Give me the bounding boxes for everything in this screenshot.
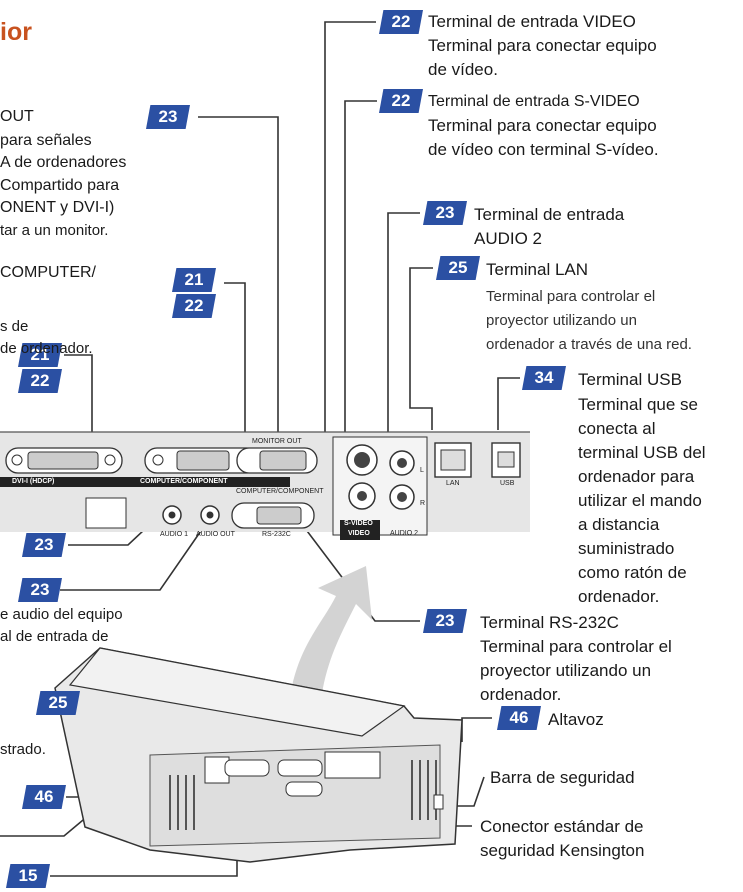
rs232-title: Terminal RS-232C: [480, 613, 619, 632]
l-panel-label: L: [420, 467, 424, 474]
audio2-title-2: AUDIO 2: [474, 229, 543, 248]
badge-audio2: 23: [423, 201, 467, 225]
video-title: Terminal de entrada VIDEO: [428, 12, 636, 31]
badge-rs232: 23: [423, 609, 467, 633]
svideo-panel-label: S-VIDEO: [344, 520, 373, 527]
audio2-panel-label: AUDIO 2: [390, 530, 419, 537]
badge-video: 22: [379, 10, 423, 34]
badge-bottom: 15: [6, 864, 50, 888]
audio-out-panel-label: AUDIO OUT: [196, 531, 235, 538]
badge-dvi-b: 22: [18, 369, 62, 393]
audio-out-text-1: e audio del equipo: [0, 606, 123, 623]
computer-text-1: COMPUTER/: [0, 264, 96, 281]
usb-desc-9: ordenador.: [578, 587, 660, 606]
badge-lan: 25: [436, 256, 480, 280]
monitor-out-text-5: ONENT y DVI-I): [0, 199, 115, 216]
usb-desc-6: a distancia: [578, 515, 660, 534]
rs232-desc-3: ordenador.: [480, 685, 562, 704]
computer-panel-label: COMPUTER/COMPONENT: [140, 478, 228, 485]
computer-text-2: s de: [0, 318, 29, 335]
video-desc-2: de vídeo.: [428, 60, 498, 79]
badge-audio1: 23: [22, 533, 66, 557]
security-bar-label: Barra de seguridad: [490, 768, 635, 787]
rs232-desc-1: Terminal para controlar el: [480, 637, 672, 656]
video-desc-1: Terminal para conectar equipo: [428, 36, 657, 55]
audio1-panel-label: AUDIO 1: [160, 531, 189, 538]
badge-dvi-a: 21: [18, 343, 62, 367]
usb-desc-4: ordenador para: [578, 467, 695, 486]
rs232-desc-2: proyector utilizando un: [480, 661, 652, 680]
monitor-out-text-4: Compartido para: [0, 177, 120, 194]
kensington-label-2: seguridad Kensington: [480, 841, 645, 860]
badge-usb: 34: [522, 366, 566, 390]
badge-speaker-right: 46: [497, 706, 541, 730]
monitor-out-text-3: A de ordenadores: [0, 154, 127, 171]
svideo-title: Terminal de entrada S-VIDEO: [428, 93, 640, 110]
lan-desc-3: ordenador a través de una red.: [486, 336, 692, 353]
badge-monitor: 23: [146, 105, 190, 129]
kensington-label-1: Conector estándar de: [480, 817, 644, 836]
lan-title: Terminal LAN: [486, 260, 589, 279]
badge-audio-out: 23: [18, 578, 62, 602]
usb-desc-2: conecta al: [578, 419, 656, 438]
rs232-panel-label: RS-232C: [262, 531, 291, 538]
usb-panel-label: USB: [500, 480, 515, 487]
monitor-out-panel-label: MONITOR OUT: [252, 438, 302, 445]
page-title: ior: [0, 18, 32, 46]
dvi-panel-label: DVI-I (HDCP): [12, 478, 55, 485]
usb-desc-8: como ratón de: [578, 563, 687, 582]
audio-out-text-2: al de entrada de: [0, 628, 109, 645]
svideo-desc-2: de vídeo con terminal S-vídeo.: [428, 140, 659, 159]
speaker-label: Altavoz: [548, 710, 604, 729]
lan-desc-2: proyector utilizando un: [486, 312, 637, 329]
badge-computer-b: 22: [172, 294, 216, 318]
computer-text-3: de ordenador.: [0, 340, 93, 357]
monitor-out-text-2: para señales: [0, 132, 92, 149]
usb-title: Terminal USB: [578, 370, 682, 389]
audio2-title-1: Terminal de entrada: [474, 205, 625, 224]
video-panel-label: VIDEO: [348, 530, 370, 537]
computer-component-panel-label: COMPUTER/COMPONENT: [236, 488, 324, 495]
usb-desc-5: utilizar el mando: [578, 491, 702, 510]
monitor-out-text-1: OUT: [0, 108, 34, 125]
svideo-desc-1: Terminal para conectar equipo: [428, 116, 657, 135]
usb-desc-1: Terminal que se: [578, 395, 699, 414]
lan-desc-1: Terminal para controlar el: [486, 288, 656, 305]
badge-svideo: 22: [379, 89, 423, 113]
badge-power: 25: [36, 691, 80, 715]
usb-desc-3: terminal USB del: [578, 443, 706, 462]
supplied-text: strado.: [0, 741, 46, 758]
r-panel-label: R: [420, 500, 426, 507]
usb-desc-7: suministrado: [578, 539, 675, 558]
badge-speaker-left: 46: [22, 785, 66, 809]
monitor-out-text-6: tar a un monitor.: [0, 222, 109, 239]
lan-panel-label: LAN: [446, 480, 460, 487]
badge-computer-a: 21: [172, 268, 216, 292]
